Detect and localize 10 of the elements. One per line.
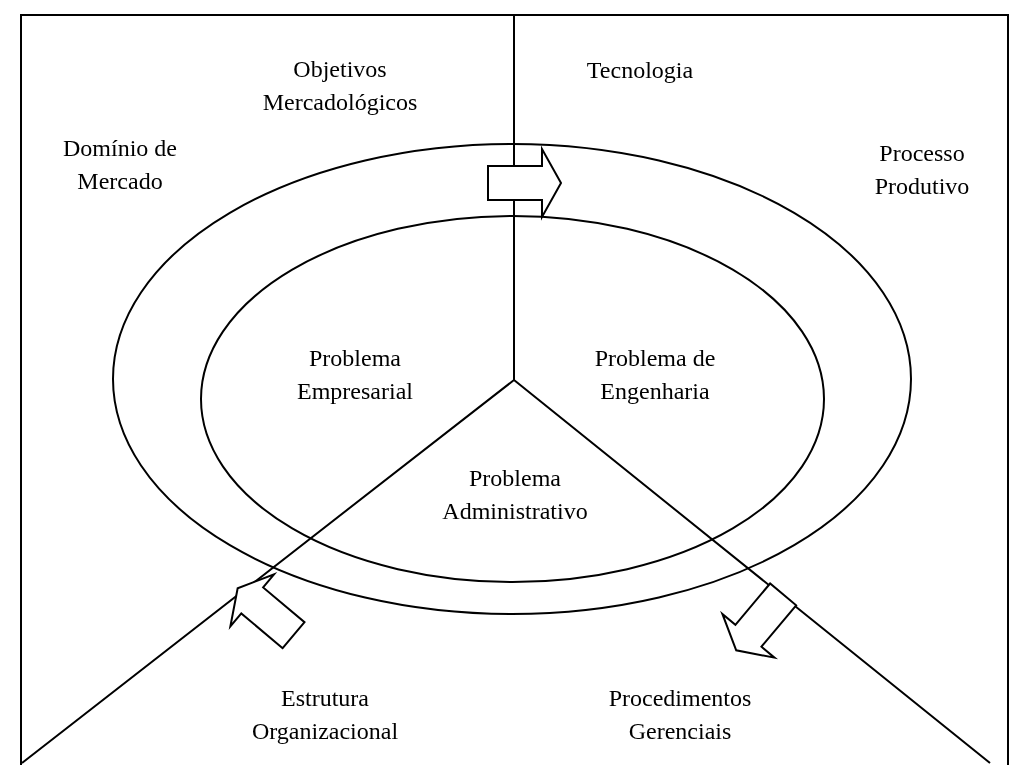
quadrant-label: Objetivos Mercadológicos: [261, 55, 419, 117]
quadrant-label: Domínio de Mercado: [62, 134, 178, 196]
sector-label: Problema Empresarial: [296, 344, 414, 406]
quadrant-label: Processo Produtivo: [873, 139, 971, 201]
quadrant-label: Procedimentos Gerenciais: [607, 684, 753, 746]
sector-label: Problema de Engenharia: [593, 344, 717, 406]
quadrant-label: Estrutura Organizacional: [250, 684, 400, 746]
sector-label: Problema Administrativo: [441, 464, 589, 526]
quadrant-label: Tecnologia: [585, 55, 695, 85]
inner-ellipse: [200, 215, 825, 583]
